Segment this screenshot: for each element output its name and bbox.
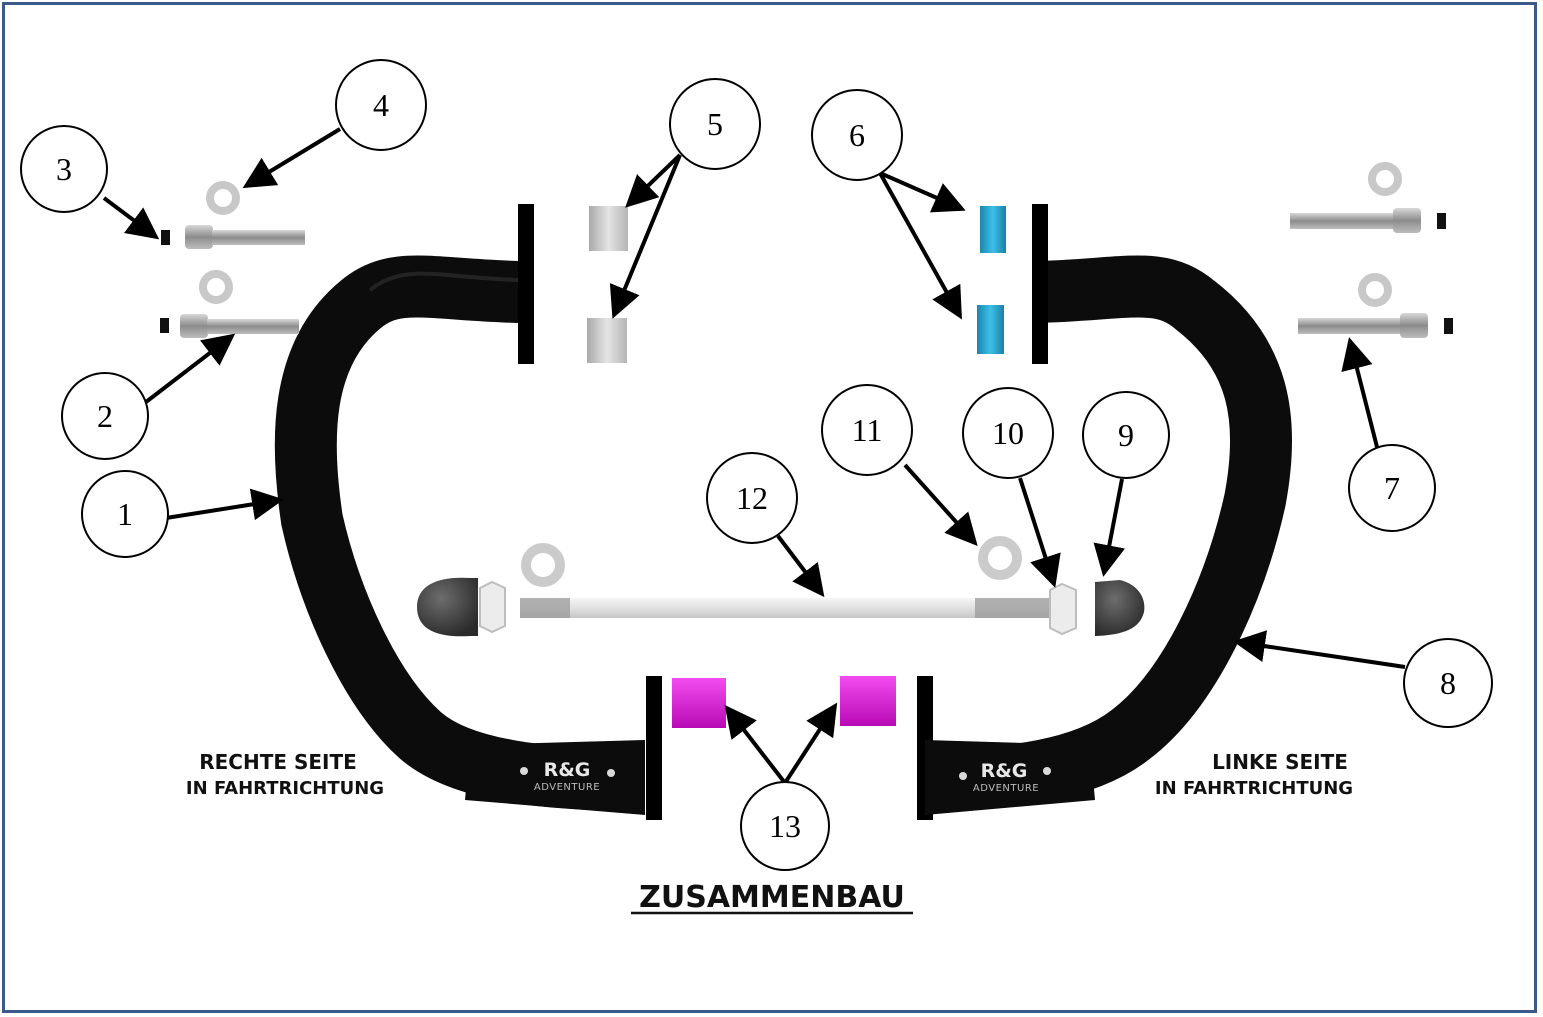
arrow-2: [144, 333, 236, 404]
spacer-pink: [840, 676, 896, 726]
callout-5-number: 5: [707, 106, 723, 142]
spacer-blue: [980, 206, 1006, 253]
dome-nut: [417, 577, 478, 637]
arrow-9: [1093, 478, 1125, 577]
threaded-rod-assembly: [417, 536, 1145, 637]
callout-8-number: 8: [1440, 665, 1456, 701]
bracket-plate: [646, 676, 662, 820]
right-side-direction: IN FAHRTRICHTUNG: [186, 778, 384, 799]
arrow-5b: [609, 154, 682, 319]
spacer-grey: [589, 206, 628, 251]
leader-arrows: [102, 127, 1406, 785]
crash-bar-right-side: R&G ADVENTURE: [274, 204, 662, 820]
logo-sub: ADVENTURE: [534, 782, 600, 793]
arrow-13a: [724, 704, 787, 785]
logo-brand: R&G: [981, 760, 1028, 782]
logo-sub: ADVENTURE: [973, 783, 1039, 794]
thread-section: [520, 598, 570, 618]
arrow-7: [1341, 337, 1379, 448]
callout-3-number: 3: [56, 151, 72, 187]
assembly-title: ZUSAMMENBAU: [639, 880, 905, 915]
bolt-shaft: [1290, 213, 1395, 229]
callout-10: [962, 387, 1054, 479]
callout-2-number: 2: [97, 398, 113, 434]
callout-2: [61, 372, 149, 460]
callout-1-number: 1: [117, 496, 133, 532]
bolt-cap: [160, 318, 169, 333]
left-side-direction: IN FAHRTRICHTUNG: [1155, 778, 1353, 799]
dome-nut: [1095, 580, 1145, 636]
hex-nut: [1049, 582, 1077, 636]
bolt-head: [1400, 313, 1428, 338]
arrow-6a: [879, 171, 966, 213]
threaded-rod: [520, 598, 1074, 618]
washer: [206, 181, 240, 215]
spacer-blue: [977, 305, 1004, 354]
bolt-cap: [161, 230, 170, 245]
bolt-shaft: [1298, 318, 1403, 334]
washer: [199, 270, 233, 304]
bolt-cap: [1444, 318, 1453, 334]
washer: [1368, 162, 1402, 196]
spacer-grey: [587, 318, 627, 363]
bolt-upper-right: [1290, 162, 1446, 233]
arrow-6b: [878, 172, 962, 320]
bolt-upper-left: [161, 181, 305, 249]
right-side-label: RECHTE SEITE: [199, 750, 357, 774]
washer: [978, 536, 1022, 580]
callout-5: [669, 78, 761, 170]
callout-4-number: 4: [373, 87, 389, 123]
arrow-1: [146, 488, 284, 523]
arrow-13b: [783, 702, 838, 785]
callout-9-number: 9: [1118, 417, 1134, 453]
bolt-head: [185, 225, 213, 249]
arrow-10: [1018, 477, 1061, 588]
callout-9: [1082, 391, 1170, 479]
arrow-12: [776, 534, 825, 598]
callout-6: [811, 89, 903, 181]
washer: [1358, 273, 1392, 307]
bolt-head: [1393, 208, 1421, 233]
callout-7-number: 7: [1384, 470, 1400, 506]
callout-13-number: 13: [769, 808, 801, 844]
bolt-shaft: [212, 230, 305, 245]
arrow-11: [903, 463, 978, 546]
arrow-3: [102, 196, 160, 240]
spacer-pink: [672, 678, 726, 728]
callout-7: [1348, 444, 1436, 532]
callout-12: [706, 452, 798, 544]
callout-10-number: 10: [992, 415, 1024, 451]
bolt-cap: [1437, 213, 1446, 229]
bracket-plate: [1032, 204, 1048, 364]
arrow-5a: [625, 153, 682, 208]
left-side-label: LINKE SEITE: [1212, 750, 1348, 774]
arrow-4: [242, 127, 342, 189]
bolt-lower-left: [160, 270, 299, 338]
bolt-shaft: [207, 319, 299, 334]
callout-1: [81, 470, 169, 558]
callout-3: [20, 125, 108, 213]
callout-12-number: 12: [736, 480, 768, 516]
bolt-lower-right: [1298, 273, 1453, 338]
logo-brand: R&G: [544, 759, 591, 781]
callout-13: [740, 781, 830, 871]
callout-6-number: 6: [849, 117, 865, 153]
callout-11: [821, 384, 913, 476]
crash-bar-left-side: R&G ADVENTURE: [917, 204, 1293, 820]
bracket-plate: [518, 204, 534, 364]
callout-8: [1403, 638, 1493, 728]
bolt-head: [180, 314, 208, 338]
callout-4: [335, 59, 427, 151]
arrow-8: [1233, 630, 1406, 669]
callout-11-number: 11: [852, 412, 883, 448]
hex-nut: [479, 580, 506, 634]
washer: [521, 543, 565, 587]
